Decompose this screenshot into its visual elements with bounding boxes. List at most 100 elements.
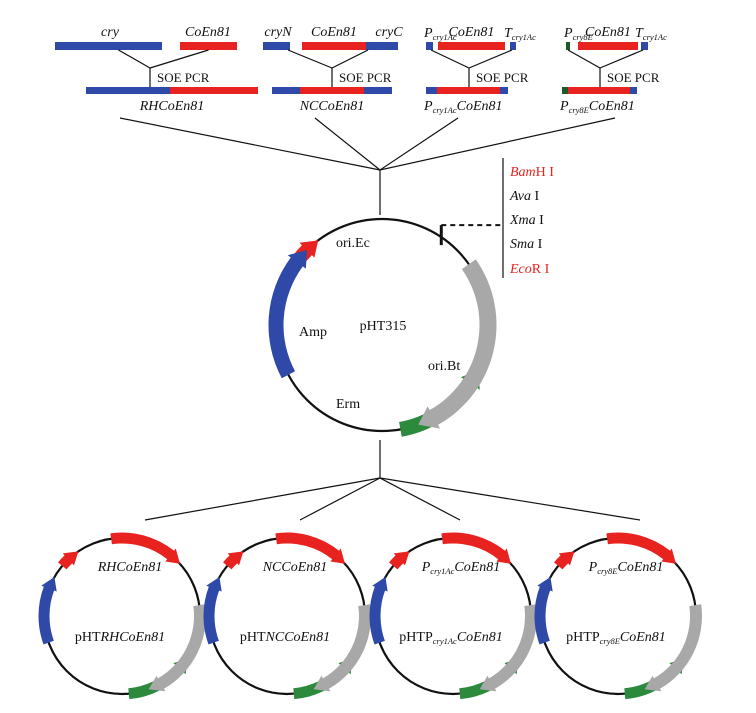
branch-line (379, 477, 461, 521)
amp-label: Amp (299, 325, 327, 340)
product-label: RHCoEn81 (139, 99, 205, 114)
fragment-bar (438, 42, 505, 50)
amp-arrow (369, 577, 388, 645)
plasmid-name: pHTNCCoEn81 (240, 630, 330, 645)
fragment-label: CoEn81 (311, 25, 357, 40)
branch-line (144, 477, 381, 521)
soe-pcr-label: SOE PCR (476, 70, 529, 85)
merge-line (379, 117, 616, 171)
fragment-bar (180, 42, 237, 50)
product-bar (630, 87, 637, 94)
y-branch (430, 49, 470, 69)
gene-label: CoEn81 (585, 25, 631, 40)
restriction-site-4: Sma I (510, 237, 543, 252)
fragment-label: cry (101, 25, 120, 40)
insert-label: Pcry8ECoEn81 (588, 560, 664, 576)
fragment-bar (426, 42, 433, 50)
recombinant-plasmids: RHCoEn81 pHTRHCoEn81 NCCoEn81 pHTNCCoEn81 Pc… (38, 532, 702, 700)
construct-2: SOE PCR cryN CoEn81 cryC NCCoEn81 (263, 25, 403, 114)
insert-label: RHCoEn81 (97, 560, 163, 575)
fragment-label: cryN (264, 25, 292, 40)
amp-arrow (38, 577, 57, 645)
ori-bt-arrow (644, 604, 702, 692)
plasmid-name: pHTPcry8ECoEn81 (566, 630, 666, 646)
restriction-site-2: Ava I (509, 189, 540, 204)
branch-lines (144, 440, 641, 521)
ori-bt-arrow (418, 259, 497, 429)
recombinant-plasmid-3: Pcry1AcCoEn81 pHTPcry1AcCoEn81 (369, 532, 537, 700)
product-bar (426, 87, 437, 94)
plasmid-name: pHTPcry1AcCoEn81 (399, 630, 502, 646)
fragment-bar (366, 42, 398, 50)
insert-label: Pcry1AcCoEn81 (421, 560, 501, 576)
soe-pcr-label: SOE PCR (607, 70, 660, 85)
fragment-bar (510, 42, 516, 50)
fragment-bar (302, 42, 366, 50)
ori-ec-arrow (58, 551, 79, 570)
product-bar (568, 87, 630, 94)
y-branch (331, 49, 369, 69)
product-bar (364, 87, 392, 94)
ori-ec-label: ori.Ec (336, 236, 370, 251)
merge-line (379, 117, 459, 171)
amp-arrow (534, 577, 553, 645)
product-bar (562, 87, 568, 94)
amp-arrow (203, 577, 222, 645)
product-label: Pcry8ECoEn81 (559, 99, 635, 115)
insert-arrow (275, 532, 345, 564)
insert-label: NCCoEn81 (262, 560, 328, 575)
ori-bt-arrow (479, 604, 537, 692)
insert-arrow (606, 532, 676, 564)
product-label: NCCoEn81 (299, 99, 365, 114)
y-branch (468, 49, 513, 69)
product-bar (272, 87, 300, 94)
ori-bt-arrow (148, 604, 206, 692)
ori-ec-arrow (223, 551, 244, 570)
fragment-bar (578, 42, 638, 50)
soe-pcr-label: SOE PCR (157, 70, 210, 85)
fragment-bar (263, 42, 290, 50)
insert-arrow (110, 532, 180, 564)
recombinant-plasmid-2: NCCoEn81 pHTNCCoEn81 (203, 532, 371, 700)
fragment-bar (55, 42, 162, 50)
terminator-label: Tcry1Ac (504, 26, 536, 42)
branch-line (299, 477, 381, 521)
plasmid-name: pHT315 (360, 319, 407, 334)
promoter-label: Pcry8E (563, 26, 594, 42)
y-branch (287, 49, 333, 69)
merge-lines (119, 117, 616, 215)
amp-arrow (268, 250, 308, 379)
restriction-site-3: Xma I (509, 213, 544, 228)
fragment-bar (641, 42, 648, 50)
erm-label: Erm (336, 397, 360, 412)
y-branch (118, 49, 151, 69)
product-bar (86, 87, 170, 94)
terminator-label: Tcry1Ac (635, 26, 667, 42)
product-bar (437, 87, 500, 94)
product-bar (500, 87, 508, 94)
promoter-label: Pcry1Ac (423, 26, 457, 42)
branch-line (379, 477, 641, 521)
insert-arrow (441, 532, 511, 564)
fragment-label: CoEn81 (185, 25, 231, 40)
y-branch (149, 49, 209, 69)
fragment-label: cryC (375, 25, 403, 40)
soe-pcr-label: SOE PCR (339, 70, 392, 85)
product-bar (170, 87, 258, 94)
ori-ec-arrow (389, 551, 410, 570)
product-bar (300, 87, 364, 94)
recombinant-plasmid-4: Pcry8ECoEn81 pHTPcry8ECoEn81 (534, 532, 702, 700)
y-branch (567, 49, 601, 69)
fragment-bar (566, 42, 570, 50)
plasmid-name: pHTRHCoEn81 (75, 630, 165, 645)
y-branch (599, 49, 644, 69)
merge-line (314, 117, 381, 171)
ori-bt-label: ori.Bt (428, 359, 460, 374)
